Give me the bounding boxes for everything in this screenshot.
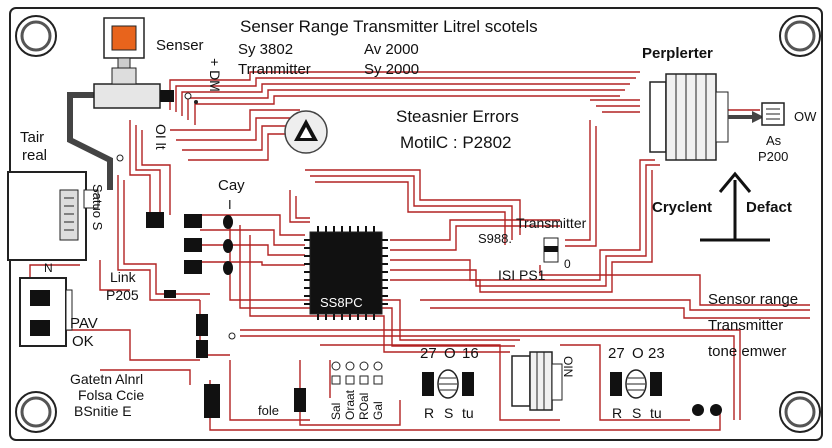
group2-top-3: 23 [648, 345, 665, 362]
group2-bottom-1: R [612, 405, 623, 421]
group2-top-2: O [632, 345, 644, 362]
resistor-row-icon [331, 361, 383, 385]
column-label-1: Sal [329, 402, 343, 420]
spec-line-1-left: Sy 3802 [238, 41, 294, 58]
cycle-right-label: Defact [746, 199, 792, 216]
sensor-icon [93, 17, 198, 162]
sensor-side-label-2: OI lt [153, 124, 169, 150]
link-label: Link [110, 269, 136, 285]
transistor-group-icon [610, 369, 662, 399]
cay-label: Cay [218, 177, 245, 194]
right-text-line-3: tone emwer [708, 343, 787, 360]
copper-traces [29, 71, 810, 431]
transmitter-label: Transmitter [516, 215, 587, 231]
ok-label: OK [72, 333, 94, 350]
group1-bottom-1: R [424, 405, 435, 421]
p205-label: P205 [106, 287, 139, 303]
right-text-line-2: Transmitter [708, 317, 784, 334]
sensor-side-label: + DM [207, 58, 223, 92]
bottom-left-line-2: Folsa Ccie [78, 387, 145, 403]
fole-label: fole [258, 403, 279, 418]
mounting-hole-icon [779, 391, 821, 433]
mounting-hole-icon [15, 15, 57, 57]
mounting-hole-icon [779, 15, 821, 57]
s988-label: S988. [478, 231, 512, 246]
errors-title: Steasnier Errors [396, 107, 519, 126]
sensor-label: Senser [156, 37, 204, 54]
transistor-group-icon [422, 369, 474, 399]
microcontroller-chip-icon [304, 226, 388, 320]
real-label: real [22, 147, 48, 164]
mid-label: OIN [561, 356, 575, 378]
p200-label: P200 [758, 149, 789, 164]
transistor-icon [146, 212, 236, 358]
group2-bottom-3: tu [650, 405, 662, 421]
connector-side-label: Satuo S [90, 184, 105, 231]
spec-line-2-right: Sy 2000 [364, 61, 420, 78]
as-label: As [766, 133, 782, 148]
ow-label: OW [794, 109, 817, 124]
column-label-3: ROal [357, 392, 371, 420]
mounting-hole-icon [15, 391, 57, 433]
chip-label: SS8PC [320, 295, 363, 310]
usb-connector-icon [7, 171, 99, 261]
power-connector-icon [19, 277, 73, 347]
group1-bottom-3: tu [462, 405, 474, 421]
board-title: Senser Range Transmitter Litrel scotels [240, 17, 538, 36]
column-label-2: Oraat [343, 389, 357, 420]
bottom-left-line-1: Gatetn Alnrl [70, 371, 144, 387]
column-label-4: Gal [371, 401, 385, 420]
cay-tick: I [228, 197, 232, 212]
right-text-line-1: Sensor range [708, 291, 799, 308]
group2-top-1: 27 [608, 345, 625, 362]
errors-code: MotilC : P2802 [400, 133, 512, 152]
isl-label: ISI PS1 [498, 267, 546, 283]
group1-bottom-2: S [444, 405, 454, 421]
ribbon-wire [67, 92, 113, 190]
group2-bottom-2: S [632, 405, 642, 421]
group1-top-2: O [444, 345, 456, 362]
peripheral-connector-icon [649, 73, 785, 161]
n-label: N [44, 261, 53, 275]
spec-line-1-right: Av 2000 [364, 41, 419, 58]
diode-icon [543, 237, 559, 263]
up-arrow-icon [700, 171, 770, 242]
pav-label: PAV [70, 315, 98, 332]
spec-line-2-left: Trranmitter [238, 61, 311, 78]
warning-triangle-icon [284, 110, 328, 154]
transformer-icon [511, 351, 563, 411]
group1-top-3: 16 [462, 345, 479, 362]
peripheral-label: Perplerter [642, 45, 713, 62]
capacitor-icon [204, 384, 722, 418]
bottom-left-line-3: BSnitie E [74, 403, 132, 419]
zero-label: 0 [564, 257, 571, 271]
tair-label: Tair [20, 129, 45, 146]
cycle-left-label: Cryclent [652, 199, 713, 216]
group1-top-1: 27 [420, 345, 437, 362]
